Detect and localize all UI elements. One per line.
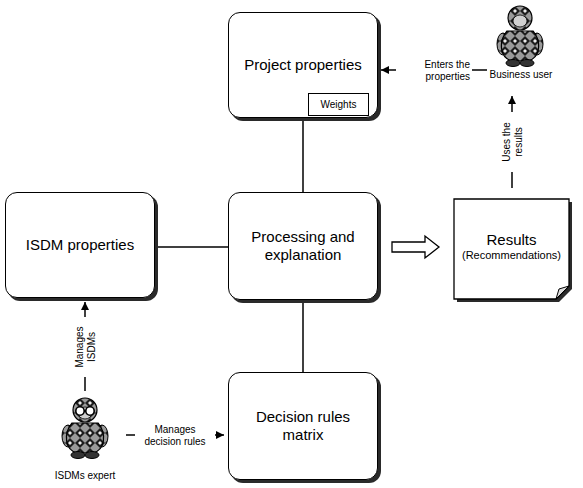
node-label: ISDMs expert xyxy=(55,470,116,482)
business-user-icon xyxy=(497,6,543,67)
node-label: Project properties xyxy=(244,56,362,74)
document-body xyxy=(454,199,569,299)
node-sublabel: (Recommendations) xyxy=(462,249,561,262)
edge-label: Enters the properties xyxy=(396,59,472,82)
connector xyxy=(302,121,304,192)
expert-icon xyxy=(62,398,108,459)
edge-label: Manages ISDMs xyxy=(74,317,97,377)
node-label: Business user xyxy=(490,69,553,81)
edge-label: Uses the results xyxy=(501,112,524,172)
process-box: ISDM properties xyxy=(5,192,155,298)
process-box: Processing and explanation xyxy=(228,192,378,300)
weights-box: Weights xyxy=(308,93,369,116)
edge-label: Manages decision rules xyxy=(135,424,215,447)
node-label: ISDM properties xyxy=(26,236,134,254)
block-arrow xyxy=(392,236,439,258)
node-label: Weights xyxy=(321,99,357,111)
node-label: Decision rules matrix xyxy=(237,408,369,444)
connector xyxy=(158,246,228,248)
connector xyxy=(302,303,304,372)
node-label: Processing and explanation xyxy=(237,228,369,264)
process-box: Project propertiesWeights xyxy=(228,12,378,118)
process-box: Decision rules matrix xyxy=(228,372,378,480)
document-shape: Results(Recommendations) xyxy=(453,198,570,300)
actor: Business user xyxy=(487,2,555,82)
node-label: Results xyxy=(486,231,536,249)
actor: ISDMs expert xyxy=(46,395,124,483)
document-fold xyxy=(556,286,569,299)
